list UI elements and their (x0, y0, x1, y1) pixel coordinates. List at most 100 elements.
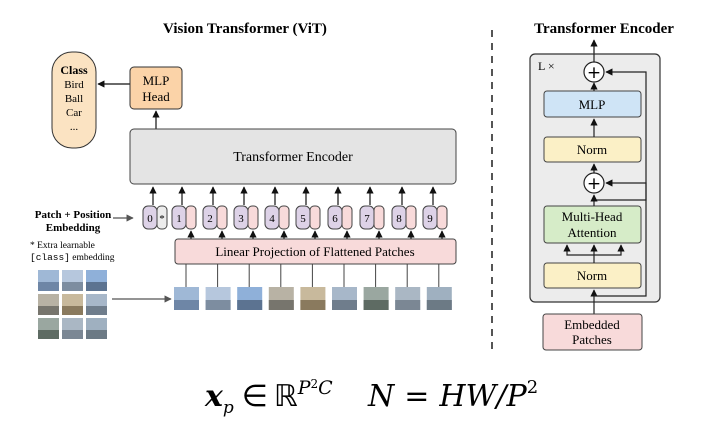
image-patch-shade (86, 306, 107, 315)
attention-label-1: Multi-Head (562, 209, 623, 224)
flattened-patch-shade (174, 300, 199, 310)
patch-embedding-token (373, 205, 385, 230)
extra-learnable-note: * Extra learnable (30, 241, 95, 251)
norm-to-attention-v (594, 244, 625, 256)
position-index: 9 (427, 213, 433, 225)
norm-lower-label: Norm (577, 268, 607, 283)
class-code: [class] (30, 252, 70, 263)
patch-embedding-token (216, 205, 228, 230)
position-index: 2 (207, 213, 213, 225)
mlp-block-shape (543, 90, 642, 118)
image-patch-shade (86, 282, 107, 291)
norm-block-upper: Norm (543, 136, 642, 163)
formula-patch-dim: xp ∈ℝP2C (204, 377, 333, 418)
residual-add-top: + (583, 61, 605, 83)
formula-P: P (297, 377, 312, 399)
image-patch-shade (62, 306, 83, 315)
class-embedding-note: [class] embedding (30, 252, 115, 263)
linear-projection-label: Linear Projection of Flattened Patches (215, 244, 414, 259)
class-item: ... (70, 121, 79, 133)
svg-text:N=HW/P2: N=HW/P2 (367, 377, 538, 414)
embedded-patches-shape (542, 313, 643, 351)
image-patch-shade (38, 282, 59, 291)
encoder-detail-title: Transformer Encoder (534, 21, 674, 37)
position-index: 1 (176, 213, 182, 225)
flattened-patch-sequence (174, 264, 452, 310)
embedded-patches-label-1: Embedded (564, 317, 620, 332)
flattened-patch-shade (426, 300, 452, 310)
attention-shape (543, 205, 642, 244)
flattened-patch-shade (332, 300, 357, 310)
formula-N: N (367, 379, 396, 414)
class-token-marker: * (159, 213, 165, 225)
formula-in: ∈ (242, 379, 268, 414)
patch-embedding-token (247, 205, 259, 230)
patch-position-label-2: Embedding (46, 222, 101, 234)
class-item: Bird (64, 79, 84, 91)
image-patch-shade (38, 306, 59, 315)
position-index: 0 (147, 213, 153, 225)
mlp-head-label-1: MLP (143, 73, 170, 88)
formula-x: x (204, 379, 224, 414)
formula-eq: = (404, 379, 429, 414)
patch-embedding-token (405, 205, 417, 230)
flattened-patch-shade (205, 300, 231, 310)
embedding-word: embedding (70, 253, 115, 263)
image-patch-shade (38, 330, 59, 339)
formula-num-patches: N=HW/P2 (367, 377, 538, 414)
position-index: 4 (269, 213, 275, 225)
mlp-block: MLP (543, 90, 642, 118)
position-index: 3 (238, 213, 244, 225)
flattened-patch-shade (395, 300, 421, 310)
flattened-patch-shade (237, 300, 263, 310)
transformer-encoder-shape (129, 128, 457, 185)
position-index: 6 (332, 213, 338, 225)
embedded-patches-label-2: Patches (572, 332, 612, 347)
flattened-patch-shade (300, 300, 326, 310)
image-patch-shade (62, 330, 83, 339)
vit-title: Vision Transformer (ViT) (163, 21, 327, 37)
formula-P-exp: 2 (310, 377, 318, 391)
norm-lower-shape (543, 262, 642, 289)
norm-upper-shape (543, 136, 642, 163)
class-token-embedding (156, 205, 168, 230)
linear-projection-box: Linear Projection of Flattened Patches (174, 238, 457, 265)
attention-label-2: Attention (567, 225, 617, 240)
residual-skip-lower (594, 179, 647, 297)
class-item: Car (66, 107, 82, 119)
mlp-block-label: MLP (579, 97, 606, 112)
norm-to-attention-k (563, 244, 594, 256)
image-patch-shade (62, 282, 83, 291)
transformer-encoder-label: Transformer Encoder (233, 150, 353, 165)
norm-upper-label: Norm (577, 142, 607, 157)
residual-add-middle: + (583, 172, 605, 194)
mlp-head-shape (129, 66, 183, 110)
patch-embedding-token (185, 205, 197, 230)
class-header: Class (60, 63, 88, 77)
position-index: 8 (396, 213, 402, 225)
patch-embedding-token (436, 205, 448, 230)
formula-x-sub: p (223, 398, 234, 418)
input-image-grid (38, 270, 107, 339)
image-patch-shade (86, 330, 107, 339)
formula-rhs-exp: 2 (527, 377, 538, 398)
class-box-shape (51, 51, 97, 149)
flattened-patch-shade (268, 300, 294, 310)
mlp-head-label-2: Head (142, 89, 170, 104)
svg-text:xp∈ℝP2C: xp ∈ℝP2C (204, 377, 333, 418)
repeat-label: L × (538, 59, 555, 73)
patch-embedding-token (278, 205, 290, 230)
class-output-box: Class Bird Ball Car ... (51, 51, 97, 149)
norm-block-lower: Norm (543, 262, 642, 289)
class-item: Ball (65, 93, 83, 105)
formula-reals: ℝ (274, 379, 298, 414)
mlp-head-box: MLP Head (129, 66, 183, 110)
patch-embedding-token (341, 205, 353, 230)
position-index: 5 (300, 213, 306, 225)
formula-C: C (318, 377, 333, 399)
linear-projection-shape (174, 238, 457, 265)
embedded-patches-box: Embedded Patches (542, 313, 643, 351)
patch-position-label-1: Patch + Position (35, 209, 112, 221)
patch-embedding-token (309, 205, 321, 230)
